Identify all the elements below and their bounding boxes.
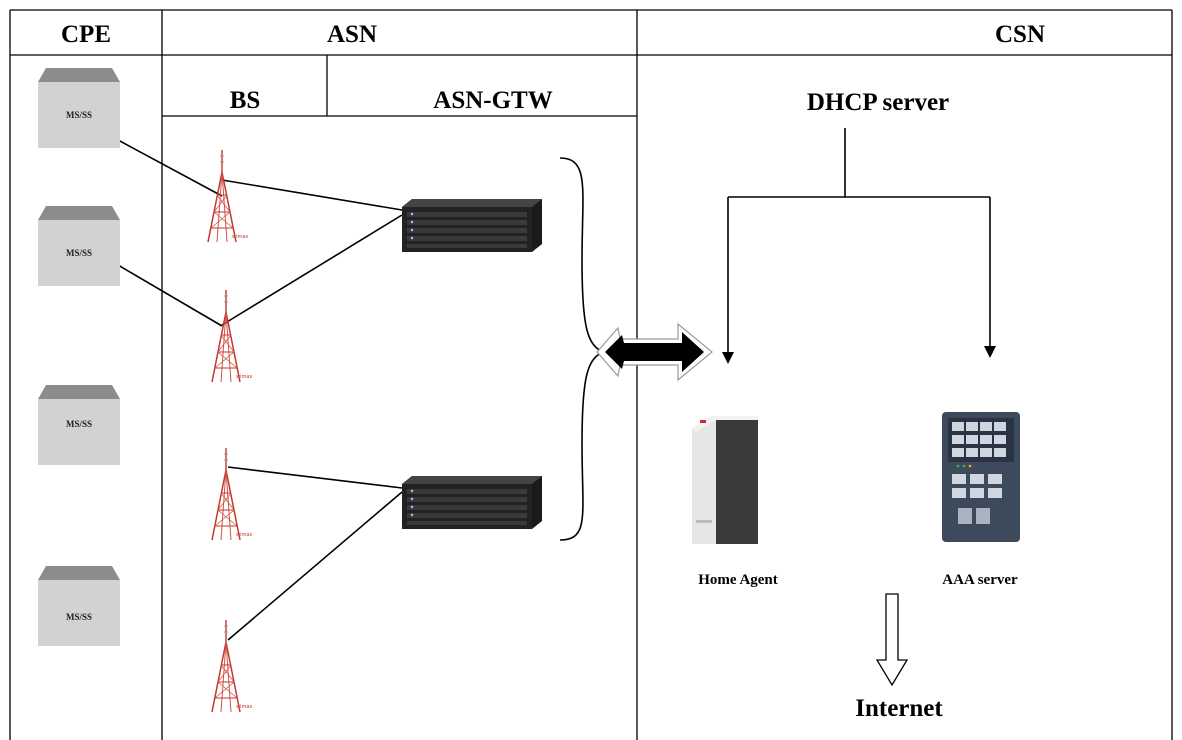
dhcp-connector — [722, 128, 996, 364]
base-station-tower — [211, 289, 254, 383]
asn-gtw-header: ASN-GTW — [433, 87, 552, 114]
internet-label: Internet — [855, 695, 943, 722]
base-station-tower — [207, 149, 250, 243]
connection-lines — [117, 139, 403, 641]
aaa-server-switch — [942, 412, 1020, 542]
cpe-header: CPE — [61, 21, 111, 48]
big-arrow — [596, 322, 713, 382]
ms-ss-label: MS/SS — [66, 612, 92, 622]
ms-ss-label: MS/SS — [66, 110, 92, 120]
asn-gateway-rack — [402, 476, 542, 529]
grouping-brace — [559, 157, 605, 541]
home-agent-label: Home Agent — [698, 572, 778, 588]
csn-header: CSN — [995, 21, 1045, 48]
ms-ss-label: MS/SS — [66, 419, 92, 429]
ms-ss-label: MS/SS — [66, 248, 92, 258]
ms-ss-box: MS/SS — [38, 68, 120, 148]
bs-header: BS — [230, 87, 261, 114]
ms-ss-box: MS/SS — [38, 206, 120, 286]
ms-ss-box: MS/SS — [38, 385, 120, 465]
aaa-server-label: AAA server — [942, 572, 1018, 588]
home-agent-server — [692, 416, 758, 544]
asn-gateway-rack — [402, 199, 542, 252]
asn-header: ASN — [327, 21, 377, 48]
dhcp-server-label: DHCP server — [807, 89, 949, 116]
base-station-tower — [211, 447, 254, 541]
ms-ss-box: MS/SS — [38, 566, 120, 646]
table-grid — [9, 9, 1173, 740]
internet-arrow — [875, 593, 909, 687]
base-station-tower — [211, 619, 254, 713]
